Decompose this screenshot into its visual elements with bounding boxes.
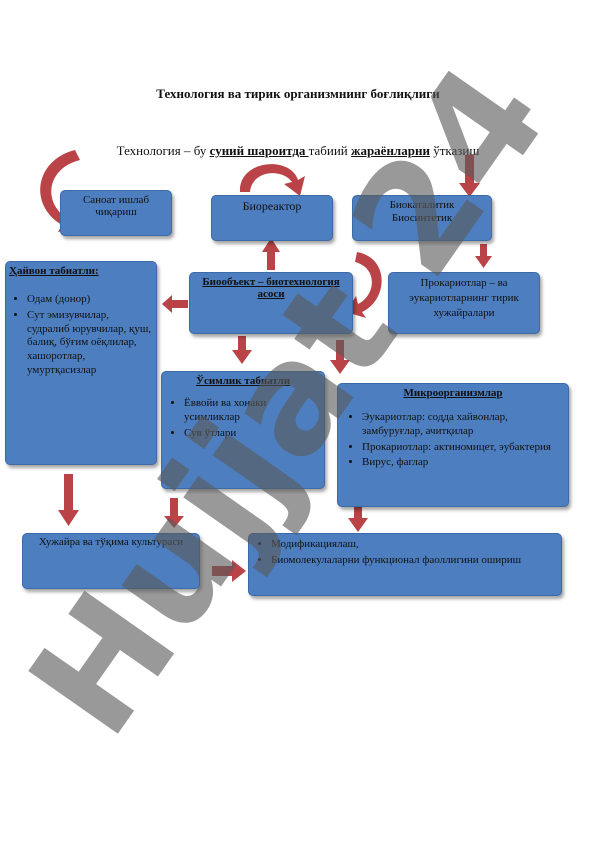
- box-prokariot-text: Прокариотлар – ва эукариотларнинг тирик …: [409, 277, 519, 319]
- list-item: Эукариотлар: содда хайвонлар, замбуруғла…: [362, 411, 562, 439]
- arrow-down-mikro: [336, 340, 344, 362]
- box-modif-list: Модификациялаш, Биомолекулаларни функцио…: [253, 538, 557, 568]
- box-bioreaktor-text: Биореактор: [242, 199, 302, 213]
- box-hayvon-list: Одам (донор) Сут эмизувчилар, судралиб ю…: [9, 293, 153, 378]
- box-hayvon-title: Ҳайвон табиатли:: [9, 265, 99, 277]
- arrow-down-from-osimlik: [170, 498, 178, 518]
- arrow-into-biokatalitik: [465, 155, 474, 185]
- box-biokatalitik-text: Биокаталитик Биосинтетик: [389, 199, 455, 225]
- list-item: Модификациялаш,: [271, 538, 557, 552]
- curved-arrow-right: [346, 252, 382, 318]
- curved-arrow-bioreaktor: [239, 164, 305, 196]
- definition-part-2: табиий: [308, 143, 352, 158]
- definition-part-3: ўтказиш: [429, 143, 480, 158]
- curved-arrow-sanoat: [40, 150, 82, 232]
- box-hayvon: Ҳайвон табиатли: Одам (донор) Сут эмизув…: [5, 261, 157, 465]
- definition-bold-1: суний шароитда: [209, 143, 309, 158]
- box-hujayra: Хужайра ва тўқима культураси: [22, 533, 200, 589]
- box-mikro: Микроорганизмлар Эукариотлар: содда хайв…: [337, 383, 569, 507]
- page-title: Технология ва тирик организмнинг боғлиқл…: [156, 86, 440, 101]
- definition-line: Технология – бу суний шароитда табиий жа…: [0, 143, 596, 159]
- box-bioobyekt-text: Биообъект – биотехнология асоси: [202, 276, 340, 300]
- list-item: Сут эмизувчилар, судралиб юрувчилар, қуш…: [27, 309, 153, 378]
- box-osimlik-title: Ўсимлик табиатли: [195, 375, 291, 387]
- arrow-down-osimlik: [238, 336, 246, 352]
- definition-part-1: Технология – бу: [116, 143, 210, 158]
- arrow-right-modif: [212, 566, 234, 576]
- arrow-down-hayvon: [64, 474, 73, 512]
- box-osimlik: Ўсимлик табиатли Ёввойи ва хонаки усимли…: [161, 371, 325, 489]
- list-item: Сув ўтлари: [184, 427, 320, 441]
- box-modif: Модификациялаш, Биомолекулаларни функцио…: [248, 533, 562, 596]
- box-mikro-list: Эукариотлар: содда хайвонлар, замбуруғла…: [344, 411, 562, 470]
- list-item: Прокариотлар: актиномицет, эубактерия: [362, 441, 562, 455]
- list-item: Биомолекулаларни функционал фаоллигини о…: [271, 554, 557, 568]
- box-osimlik-list: Ёввойи ва хонаки усимликлар Сув ўтлари: [166, 397, 320, 440]
- arrow-biokatalitik-down: [480, 244, 487, 258]
- box-bioobyekt: Биообъект – биотехнология асоси: [189, 272, 353, 334]
- box-sanoat: Саноат ишлаб чиқариш: [60, 190, 172, 236]
- box-biokatalitik: Биокаталитик Биосинтетик: [352, 195, 492, 241]
- list-item: Одам (донор): [27, 293, 153, 307]
- box-hujayra-text: Хужайра ва тўқима культураси: [38, 536, 184, 548]
- arrow-down-from-mikro: [354, 500, 362, 520]
- arrow-bioobyekt-up: [267, 250, 275, 270]
- list-item: Ёввойи ва хонаки усимликлар: [184, 397, 320, 425]
- box-mikro-title: Микроорганизмлар: [403, 387, 503, 399]
- arrow-left-hayvon: [170, 300, 188, 308]
- definition-bold-2: жараёнларни: [351, 143, 430, 158]
- box-prokariot: Прокариотлар – ва эукариотларнинг тирик …: [388, 272, 540, 334]
- list-item: Вирус, фаглар: [362, 456, 562, 470]
- box-bioreaktor: Биореактор: [211, 195, 333, 241]
- box-sanoat-text: Саноат ишлаб чиқариш: [82, 194, 150, 218]
